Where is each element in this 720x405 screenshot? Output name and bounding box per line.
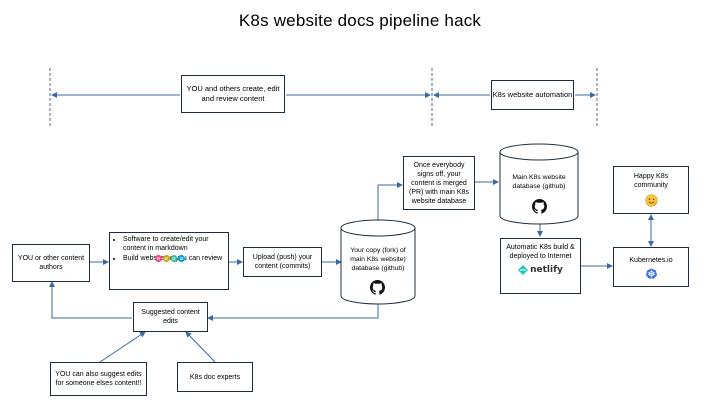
hugo-letter-g: G: [170, 255, 178, 262]
hugo-logo: H U G O: [155, 255, 185, 263]
main-db-cylinder: [499, 143, 579, 225]
github-icon: [370, 280, 385, 295]
suggest-note-box: YOU can also suggest edits for someone e…: [50, 362, 147, 396]
software-item-create: Software to create/edit your content in …: [123, 235, 226, 253]
netlify-wordmark: netlify: [530, 264, 563, 275]
kubernetes-io-box: Kubernetes.io: [613, 247, 689, 287]
arrow-experts-to-suggested: [185, 331, 216, 363]
build-deploy-box: Automatic K8s build & deployed to Intern…: [500, 238, 581, 294]
kubernetes-icon: [645, 268, 657, 279]
hugo-letter-u: U: [162, 255, 170, 262]
arrow-fork-to-merge: [377, 182, 403, 222]
automation-band-label: K8s website automation: [491, 80, 574, 110]
community-box: Happy K8s community: [613, 166, 689, 214]
build-deploy-label: Automatic K8s build & deployed to Intern…: [506, 244, 575, 260]
hugo-letter-h: H: [155, 255, 162, 262]
authors-box: YOU or other content authors: [12, 244, 90, 282]
upload-box: Upload (push) your content (commits): [243, 247, 322, 277]
netlify-logo: netlify: [503, 265, 578, 275]
experts-box: K8s doc experts: [177, 362, 253, 392]
merge-box: Once everybody signs off, your content i…: [403, 156, 475, 210]
main-db-label: Main K8s website database (github): [512, 174, 566, 190]
suggested-edits-box: Suggested content edits: [133, 302, 208, 332]
arrow-note-to-suggested: [99, 331, 146, 363]
community-label: Happy K8s community: [633, 173, 669, 189]
arrow-suggested-to-authors: [49, 281, 132, 319]
smiley-icon: [644, 194, 658, 207]
kubernetes-io-label: Kubernetes.io: [629, 257, 673, 264]
fork-db-label: Your copy (fork) of main K8s website) da…: [350, 247, 406, 272]
you-band-label: YOU and others create, edit and review c…: [181, 75, 285, 113]
github-icon: [532, 199, 547, 214]
hugo-letter-o: O: [178, 255, 185, 262]
diagram-title: K8s website docs pipeline hack: [238, 11, 482, 30]
arrow-fork-to-suggested: [207, 304, 379, 321]
fork-db-cylinder: [340, 219, 416, 305]
netlify-mark-icon: [518, 265, 529, 275]
